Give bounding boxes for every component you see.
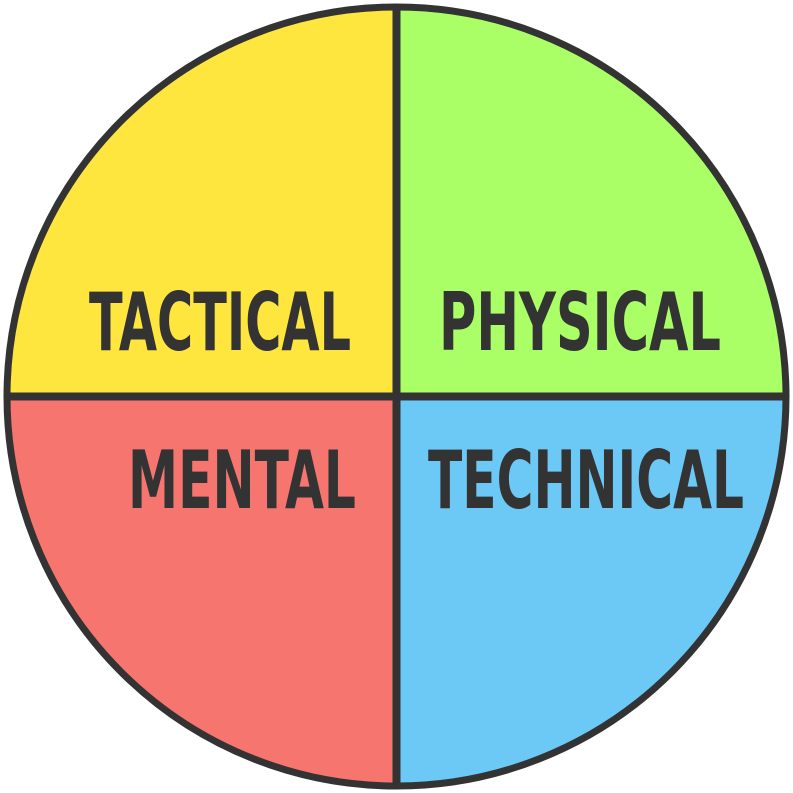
label-mental: MENTAL	[128, 434, 356, 527]
label-tactical: TACTICAL	[89, 276, 351, 369]
label-physical: PHYSICAL	[439, 276, 721, 369]
quadrant-mental	[7, 396, 397, 786]
quadrant-physical	[396, 7, 786, 397]
quadrant-tactical	[7, 7, 397, 397]
quadrant-technical	[396, 396, 786, 786]
label-technical: TECHNICAL	[428, 434, 744, 527]
outer-circle	[3, 3, 790, 790]
